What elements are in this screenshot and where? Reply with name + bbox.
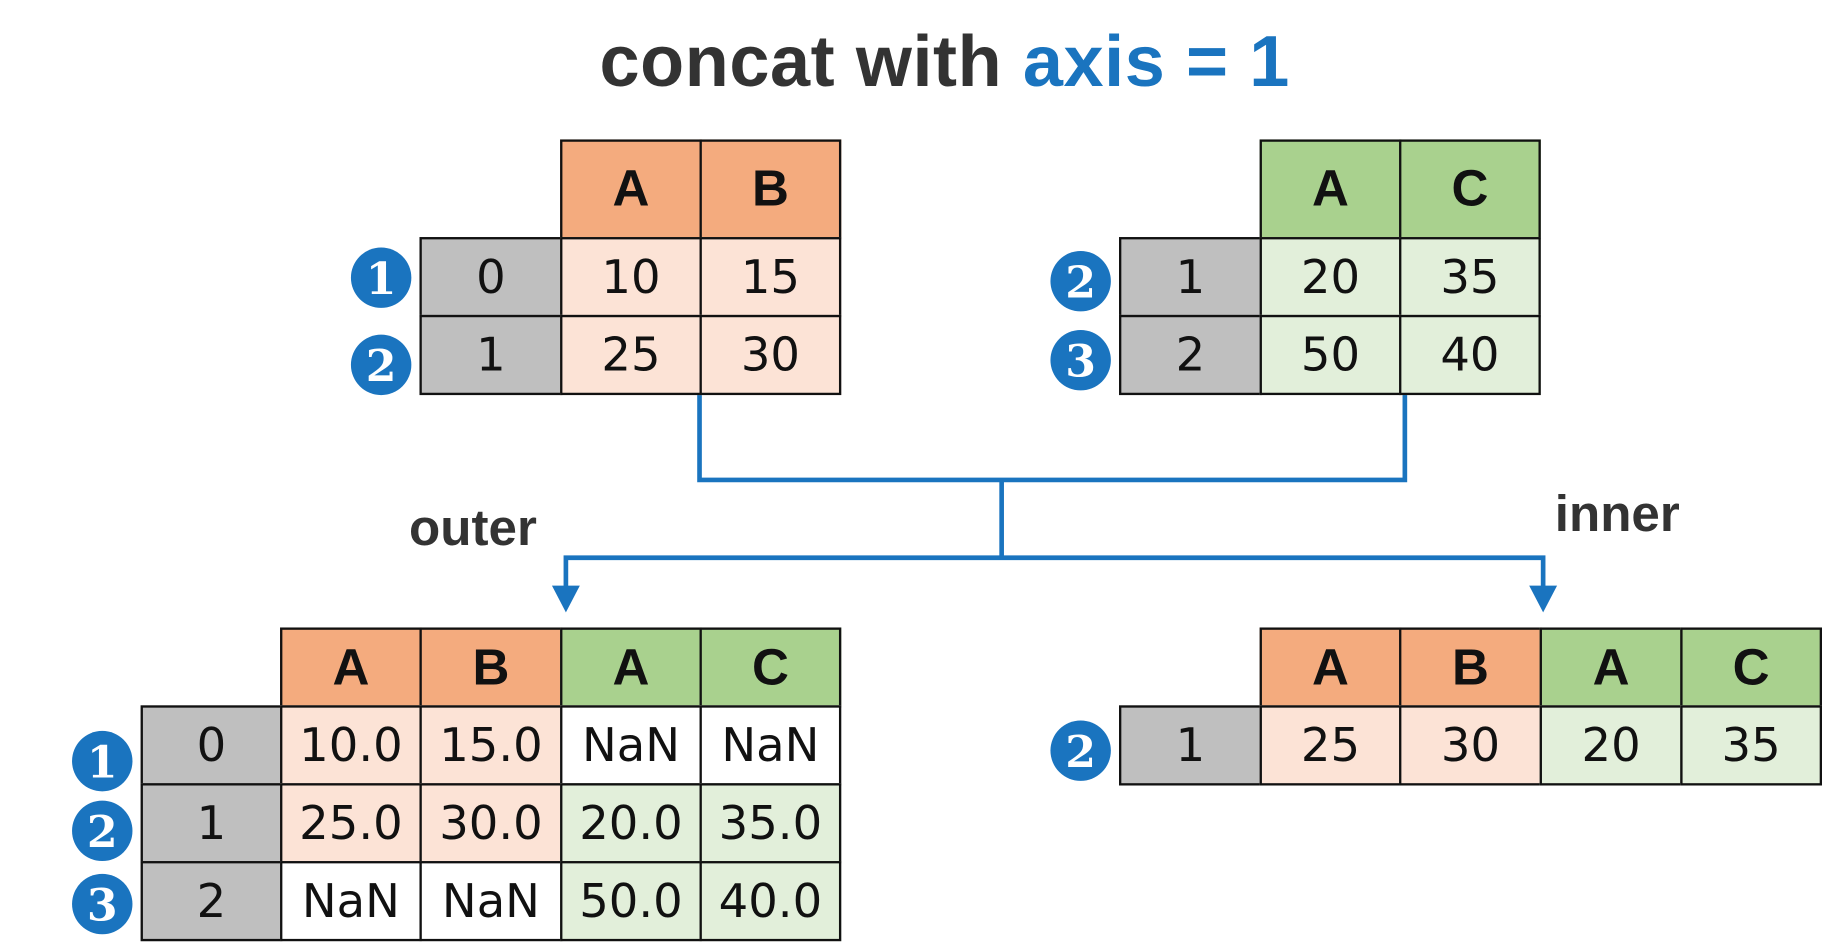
index-cell: 1: [1119, 237, 1262, 318]
value-cell: 25: [560, 314, 702, 396]
index-cell: 1: [1119, 705, 1262, 786]
nan-cell: NaN: [419, 861, 563, 942]
row-badge-icon: 2: [350, 334, 412, 396]
value-cell: 35.0: [699, 783, 842, 864]
header-cell: B: [419, 627, 563, 708]
index-cell: 2: [140, 861, 283, 942]
header-cell: A: [280, 627, 422, 708]
value-cell: 15.0: [419, 705, 563, 786]
nan-cell: NaN: [280, 861, 422, 942]
inner-arrow-icon: [1529, 585, 1558, 613]
value-cell: 40: [1399, 314, 1541, 396]
merge-line: [697, 392, 1408, 483]
value-cell: 35: [1680, 705, 1822, 786]
nan-cell: NaN: [560, 705, 702, 786]
index-cell: 0: [140, 705, 283, 786]
value-cell: 25.0: [280, 783, 422, 864]
header-cell: A: [560, 139, 702, 240]
split-line: [563, 555, 1546, 591]
value-cell: 40.0: [699, 861, 842, 942]
title-accent: axis = 1: [1022, 22, 1290, 103]
index-cell: 1: [419, 314, 563, 396]
value-cell: 50.0: [560, 861, 702, 942]
header-cell: B: [699, 139, 842, 240]
row-badge-icon: 3: [72, 873, 133, 935]
row-badge-icon: 1: [350, 247, 412, 308]
value-cell: 10.0: [280, 705, 422, 786]
header-cell: A: [1259, 627, 1402, 708]
value-cell: 30: [1399, 705, 1542, 786]
header-cell: C: [699, 627, 842, 708]
index-cell: 1: [140, 783, 283, 864]
inner-label: inner: [1554, 485, 1680, 543]
header-cell: B: [1399, 627, 1542, 708]
row-badge-icon: 2: [72, 800, 133, 862]
value-cell: 30.0: [419, 783, 563, 864]
index-cell: 0: [419, 237, 563, 318]
header-cell: C: [1399, 139, 1541, 240]
header-cell: C: [1680, 627, 1822, 708]
value-cell: 20: [1539, 705, 1683, 786]
value-cell: 50: [1259, 314, 1402, 396]
value-cell: 10: [560, 237, 702, 318]
row-badge-icon: 3: [1050, 330, 1111, 391]
index-cell: 2: [1119, 314, 1262, 396]
title-main: concat with: [599, 22, 1023, 103]
value-cell: 35: [1399, 237, 1541, 318]
header-cell: A: [1539, 627, 1683, 708]
outer-arrow-icon: [551, 585, 580, 613]
value-cell: 20: [1259, 237, 1402, 318]
value-cell: 25: [1259, 705, 1402, 786]
nan-cell: NaN: [699, 705, 842, 786]
value-cell: 30: [699, 314, 842, 396]
row-badge-icon: 1: [72, 730, 133, 792]
row-badge-icon: 2: [1050, 250, 1111, 312]
outer-label: outer: [409, 499, 537, 557]
header-cell: A: [1259, 139, 1402, 240]
value-cell: 20.0: [560, 783, 702, 864]
diagram-title: concat with axis = 1: [0, 21, 1822, 104]
row-badge-icon: 2: [1050, 720, 1111, 781]
header-cell: A: [560, 627, 702, 708]
value-cell: 15: [699, 237, 842, 318]
